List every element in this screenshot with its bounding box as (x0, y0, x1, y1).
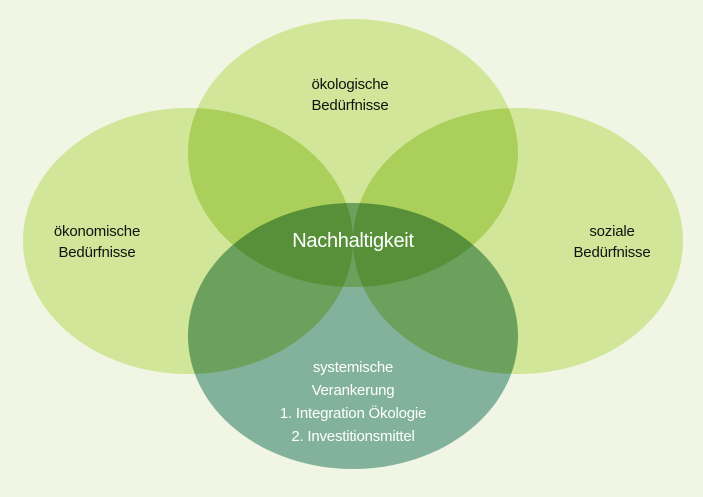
center-label: Nachhaltigkeit (292, 230, 414, 252)
label-line: Bedürfnisse (58, 244, 136, 261)
label-social: soziale Bedürfnisse (573, 221, 650, 263)
label-line: Verankerung (311, 382, 395, 399)
label-line: ökologische (311, 76, 389, 93)
label-line: systemische (312, 359, 394, 376)
label-line: ökonomische (53, 223, 141, 240)
list-item: 2. Investitionsmittel (291, 428, 415, 445)
label-line: soziale (589, 223, 635, 240)
label-economic: ökonomische Bedürfnisse (54, 221, 140, 263)
circle-systemic (188, 203, 518, 469)
label-line: Bedürfnisse (573, 244, 651, 261)
list-item: 1. Integration Ökologie (279, 405, 427, 422)
label-systemic: systemische Verankerung 1. Integration Ö… (279, 356, 427, 448)
label-line: Bedürfnisse (311, 97, 389, 114)
label-ecological: ökologische Bedürfnisse (311, 74, 388, 116)
